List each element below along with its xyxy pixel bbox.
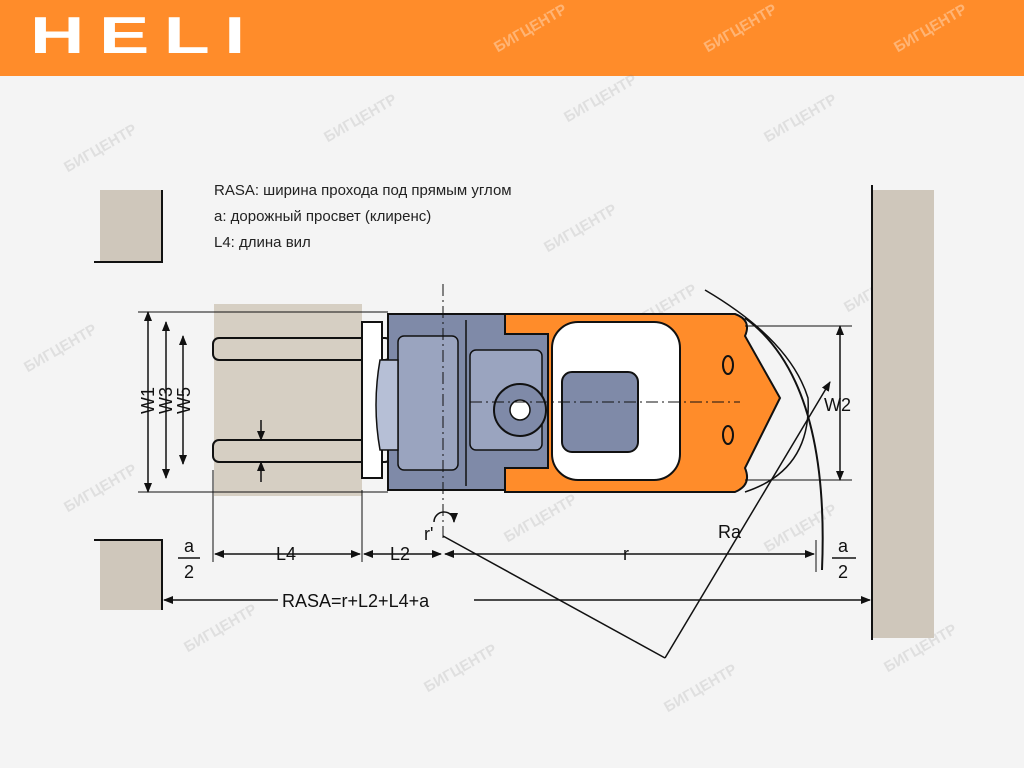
ra-radius-line [664,381,831,659]
l4-label: L4 [276,544,296,564]
w2-label: W2 [824,395,851,415]
left-wall-bottom [100,540,162,610]
w5-label: W5 [174,387,194,414]
legend-l4: L4: длина вил [214,234,311,251]
a-half-left-numerator: a [184,536,195,556]
drive-wheel-hub [509,399,531,421]
forklift-diagram: W1 W3 W5 W2 Ra r' L4 L2 r a 2 a 2 RASA=r… [94,185,934,659]
a-half-right-numerator: a [838,536,849,556]
w1-label: W1 [138,387,158,414]
a-half-right-denominator: 2 [838,562,848,582]
l2-label: L2 [390,544,410,564]
a-half-left-denominator: 2 [184,562,194,582]
load-pallet [214,304,362,496]
turning-arc-outer [744,317,824,571]
rotation-symbol [433,511,458,523]
left-wall-top-outline [94,190,163,263]
caster-lower [722,425,734,445]
left-wall-bottom-outline [94,539,163,610]
r-small-label: r' [424,524,433,544]
rasa-label-bg [278,588,474,612]
r-label: r [623,544,629,564]
w3-label: W3 [156,387,176,414]
left-wall-top [100,190,162,262]
turning-arc-body [704,289,809,493]
legend: RASA: ширина прохода под прямым углом a:… [214,178,512,256]
ra-label: Ra [718,522,742,542]
legend-a: a: дорожный просвет (клиренс) [214,208,432,225]
legend-rasa: RASA: ширина прохода под прямым углом [214,182,512,199]
header-bar: HELI [0,0,1024,76]
rasa-formula-label: RASA=r+L2+L4+a [282,591,430,611]
mast-inner [397,335,459,471]
battery-unit [561,371,639,453]
mast-roller [375,359,399,451]
right-wall [872,190,934,638]
caster-upper [722,355,734,375]
heli-logo: HELI [30,7,260,65]
